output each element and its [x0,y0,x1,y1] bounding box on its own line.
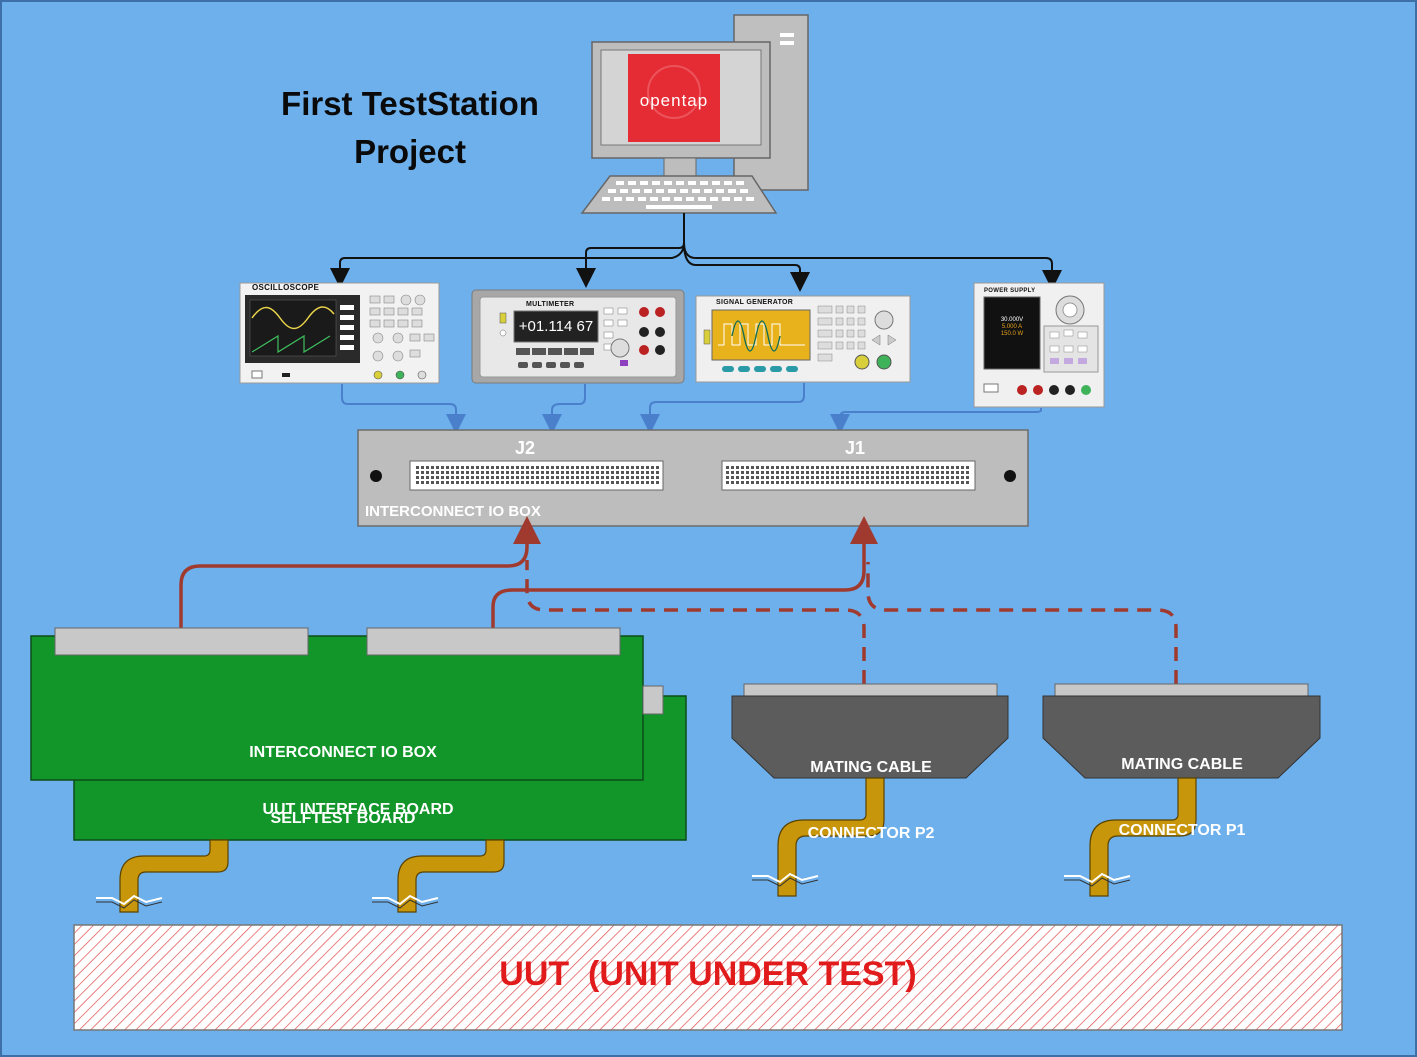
connector-j2-label: J2 [515,438,536,458]
computer-icon [580,14,809,214]
title-line-2: Project [354,133,466,170]
link-p2-j2 [525,560,866,684]
uut-label: UUT (UNIT UNDER TEST) [499,955,917,993]
power-supply-label: POWER SUPPLY [984,288,1036,294]
computer-bus-lines [330,213,1062,292]
flex-cable-4 [1089,777,1197,897]
title-line-1: First TestStation [281,85,539,122]
mating-cable-p2-label: MATING CABLE CONNECTOR P2 [770,713,972,867]
link-selftest-j1 [491,516,878,628]
power-supply-voltage: 30.000V [1000,317,1024,323]
interconnect-io-box [357,429,1029,527]
link-computer-oscilloscope [330,242,685,288]
opentap-logo [628,54,720,142]
boards [30,627,687,841]
link-computer-multimeter [576,213,685,288]
signal-generator-label: SIGNAL GENERATOR [716,299,794,306]
mating-cable-p1-line-2: CONNECTOR P1 [1118,822,1246,839]
mating-cable-p1-line-1: MATING CABLE [1121,756,1243,773]
instrument-to-box-lines [341,383,1042,434]
link-multimeter-box [542,384,586,434]
selftest-board-line-2: SELFTEST BOARD [270,810,416,827]
cable-break-marks [96,872,1131,909]
power-supply-current: 5.000 A [1001,324,1023,330]
link-computer-signal-generator [683,242,810,292]
power-supply [973,282,1105,408]
mating-cable-p1 [1042,683,1321,779]
mating-cable-p2 [731,683,1009,779]
link-selftest-j2 [179,516,541,628]
interconnect-box-title: INTERCONNECT IO BOX [365,503,541,520]
oscilloscope [239,282,440,384]
power-supply-power: 150.0 W [1000,331,1024,337]
link-power-supply-box [830,408,1042,434]
oscilloscope-label: OSCILLOSCOPE [252,283,320,292]
flex-cable-2 [397,839,505,913]
link-computer-power-supply [683,242,1062,290]
flex-cables [119,777,1197,913]
link-oscilloscope-box [341,384,466,434]
flex-cable-3 [777,777,885,897]
flex-cable-1 [119,839,229,913]
uut-interface-board-label: UUT INTERFACE BOARD [262,801,454,818]
mating-cable-p2-line-1: MATING CABLE [810,759,932,776]
mating-cable-p1-label: MATING CABLE CONNECTOR P1 [1081,710,1283,864]
link-signal-generator-box [640,383,805,434]
uut-block [73,924,1343,1031]
link-p1-j1 [866,562,1178,684]
mating-cable-p2-line-2: CONNECTOR P2 [807,825,935,842]
multimeter-display: +01.114 67 [518,318,594,335]
multimeter-label: MULTIMETER [526,301,575,308]
signal-generator [695,295,911,383]
selftest-board [30,635,644,781]
selftest-board-label: INTERCONNECT IO BOX SELFTEST BOARD [188,698,498,852]
multimeter [471,289,685,384]
opentap-logo-text: opentap [639,91,709,110]
connector-j1-label: J1 [845,438,866,458]
keyboard [580,175,778,214]
selftest-board-line-1: INTERCONNECT IO BOX [249,744,437,761]
page-title: First TestStation Project [260,80,560,176]
cable-links [179,516,1178,684]
